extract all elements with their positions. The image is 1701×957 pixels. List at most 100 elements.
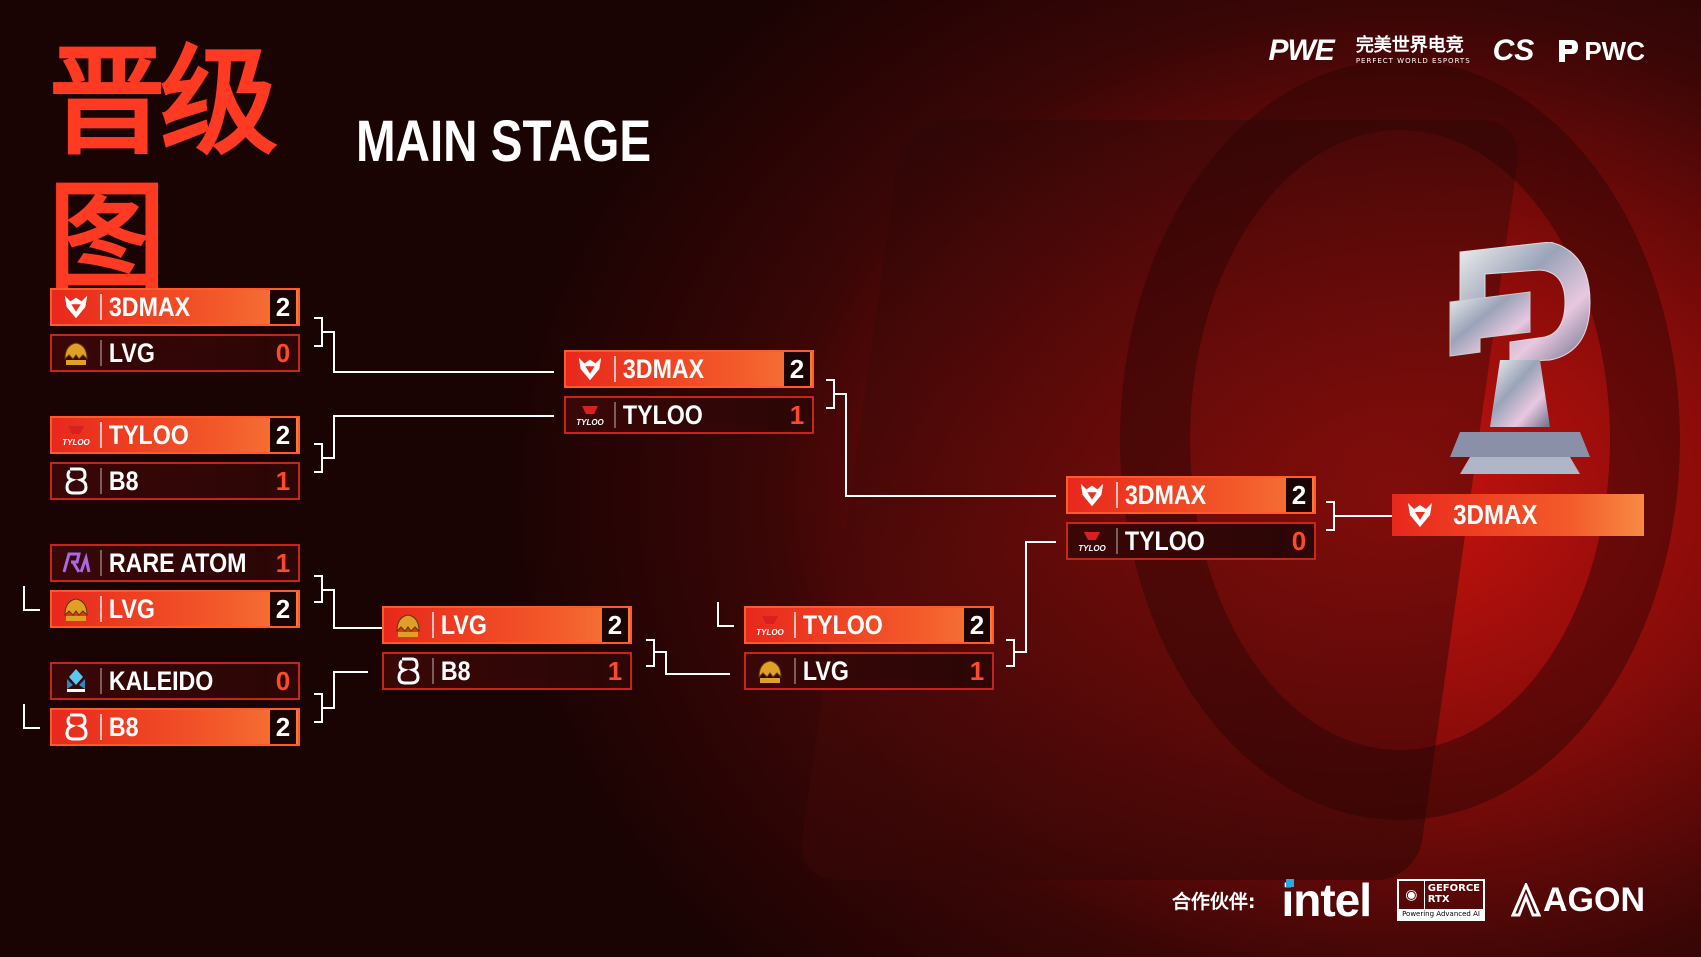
lvg-logo-icon (384, 608, 432, 642)
trophy-icon (1449, 242, 1591, 474)
match-card: TYLOO TYLOO 2 B8 1 (50, 416, 300, 508)
rare-atom-logo-icon (52, 546, 100, 580)
team-row-rare-atom: RARE ATOM 1 (50, 544, 300, 582)
divider (1116, 528, 1118, 554)
team-score: 1 (964, 654, 990, 688)
divider (100, 596, 102, 622)
team-row-lvg: LVG 2 (50, 590, 300, 628)
team-row-tyloo: TYLOO TYLOO 2 (744, 606, 994, 644)
champion-banner: 3DMAX (1392, 494, 1644, 536)
champion-name: 3DMAX (1453, 499, 1538, 530)
lvg-logo-icon (746, 654, 794, 688)
team-score: 1 (784, 398, 810, 432)
match-card: LVG 2 B8 1 (382, 606, 632, 698)
b8-logo-icon (384, 654, 432, 688)
team-score: 0 (270, 664, 296, 698)
team-row-3dmax: 3DMAX 2 (1066, 476, 1316, 514)
team-row-tyloo: TYLOO TYLOO 0 (1066, 522, 1316, 560)
team-score: 2 (964, 608, 990, 642)
team-name: TYLOO (622, 399, 703, 430)
team-score: 2 (270, 418, 296, 452)
3dmax-logo-icon (52, 290, 100, 324)
team-score: 1 (270, 464, 296, 498)
divider (614, 356, 616, 382)
team-name: TYLOO (108, 419, 189, 450)
team-row-kaleido: KALEIDO 0 (50, 662, 300, 700)
team-name: RARE ATOM (108, 547, 247, 578)
divider (100, 294, 102, 320)
divider (100, 468, 102, 494)
lvg-logo-icon (52, 592, 100, 626)
divider (1116, 482, 1118, 508)
team-name: LVG (440, 609, 487, 640)
team-name: B8 (108, 465, 139, 496)
team-row-3dmax: 3DMAX 2 (50, 288, 300, 326)
team-row-tyloo: TYLOO TYLOO 2 (50, 416, 300, 454)
team-score: 0 (1286, 524, 1312, 558)
3dmax-logo-icon (1068, 478, 1116, 512)
kaleido-logo-icon (52, 664, 100, 698)
team-row-lvg: LVG 0 (50, 334, 300, 372)
pwe-cn-logo: 完美世界电竞 PERFECT WORLD ESPORTS (1355, 35, 1471, 65)
pwc-logo: PWC (1556, 36, 1645, 67)
title-main-stage: MAIN STAGE (356, 109, 652, 174)
agon-mark-icon (1511, 883, 1541, 917)
intel-dot-icon (1286, 879, 1295, 887)
3dmax-logo-icon (1392, 500, 1448, 530)
team-row-b8: B8 2 (50, 708, 300, 746)
pwc-mark-icon (1559, 40, 1579, 62)
svg-text:TYLOO: TYLOO (62, 438, 90, 447)
match-card: 3DMAX 2 LVG 0 (50, 288, 300, 380)
team-name: LVG (802, 655, 849, 686)
divider (432, 612, 434, 638)
team-score: 2 (270, 592, 296, 626)
team-name: LVG (108, 593, 155, 624)
partners-label: 合作伙伴: (1171, 890, 1256, 913)
team-score: 0 (270, 336, 296, 370)
divider (794, 658, 796, 684)
3dmax-logo-icon (566, 352, 614, 386)
match-card: RARE ATOM 1 LVG 2 (50, 544, 300, 636)
team-name: B8 (108, 711, 139, 742)
b8-logo-icon (52, 710, 100, 744)
cs-logo: CS (1492, 34, 1535, 67)
team-score: 2 (602, 608, 628, 642)
match-card: TYLOO TYLOO 2 LVG 1 (744, 606, 994, 698)
pwe-logo: PWE (1268, 34, 1334, 67)
agon-logo: AGON (1511, 881, 1645, 920)
team-name: KALEIDO (108, 665, 214, 696)
sponsor-logos: PWE 完美世界电竞 PERFECT WORLD ESPORTS CS PWC (1268, 34, 1645, 68)
team-row-b8: B8 1 (382, 652, 632, 690)
team-row-3dmax: 3DMAX 2 (564, 350, 814, 388)
svg-text:TYLOO: TYLOO (1078, 544, 1106, 553)
tyloo-logo-icon: TYLOO (746, 608, 794, 642)
team-name: LVG (108, 337, 155, 368)
title-chinese: 晋级图 (48, 33, 278, 307)
team-score: 2 (784, 352, 810, 386)
tyloo-logo-icon: TYLOO (1068, 524, 1116, 558)
team-score: 2 (1286, 478, 1312, 512)
divider (100, 714, 102, 740)
team-name: 3DMAX (108, 291, 191, 322)
team-score: 2 (270, 710, 296, 744)
match-card: KALEIDO 0 B8 2 (50, 662, 300, 754)
team-name: TYLOO (802, 609, 883, 640)
team-row-tyloo: TYLOO TYLOO 1 (564, 396, 814, 434)
lvg-logo-icon (52, 336, 100, 370)
team-row-lvg: LVG 1 (744, 652, 994, 690)
divider (100, 550, 102, 576)
divider (100, 668, 102, 694)
divider (100, 340, 102, 366)
team-row-lvg: LVG 2 (382, 606, 632, 644)
team-name: 3DMAX (622, 353, 705, 384)
team-name: 3DMAX (1124, 479, 1207, 510)
team-name: B8 (440, 655, 471, 686)
divider (794, 612, 796, 638)
team-score: 1 (602, 654, 628, 688)
match-card: 3DMAX 2 TYLOO TYLOO 0 (1066, 476, 1316, 568)
nvidia-eye-icon: ◉ (1399, 881, 1425, 909)
team-row-b8: B8 1 (50, 462, 300, 500)
team-score: 1 (270, 546, 296, 580)
